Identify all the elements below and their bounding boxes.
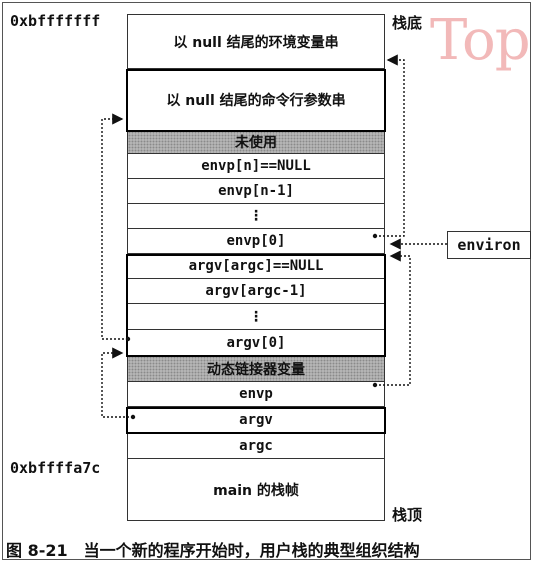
- cell-argv-null: argv[argc]==NULL: [127, 254, 385, 279]
- figure-frame: [2, 2, 531, 560]
- cell-arg-strings: 以 null 结尾的命令行参数串: [127, 69, 385, 131]
- cell-argv-0: argv[0]: [127, 330, 385, 356]
- watermark-logo: Top: [430, 8, 531, 73]
- cell-envp: envp: [127, 382, 385, 407]
- address-top: 0xbfffffff: [10, 12, 101, 30]
- cell-unused: 未使用: [127, 131, 385, 154]
- cell-dynamic-linker-vars: 动态链接器变量: [127, 356, 385, 382]
- environ-box: environ: [447, 231, 531, 259]
- cell-envp-n-1: envp[n-1]: [127, 179, 385, 204]
- figure-caption: 图 8-21 当一个新的程序开始时，用户栈的典型组织结构: [6, 541, 420, 560]
- cell-argc: argc: [127, 433, 385, 459]
- cell-envp-null: envp[n]==NULL: [127, 154, 385, 179]
- argv0-to-arg-strings-arrow: [101, 113, 128, 340]
- cell-argv-ellipsis: ⋮: [127, 304, 385, 330]
- envp0-to-env-strings-arrow: [375, 54, 405, 237]
- cell-main-frame: main 的栈帧: [127, 459, 385, 521]
- stack-bottom-label: 栈底: [392, 14, 423, 32]
- cell-env-strings: 以 null 结尾的环境变量串: [127, 14, 385, 69]
- cell-envp-0: envp[0]: [127, 229, 385, 254]
- stack-top-label: 栈顶: [392, 506, 423, 524]
- argv-to-argv0-array-arrow: [101, 347, 133, 418]
- envp-to-envp0-array-arrow: [375, 250, 411, 386]
- address-bottom: 0xbffffa7c: [10, 459, 101, 477]
- cell-envp-ellipsis: ⋮: [127, 204, 385, 229]
